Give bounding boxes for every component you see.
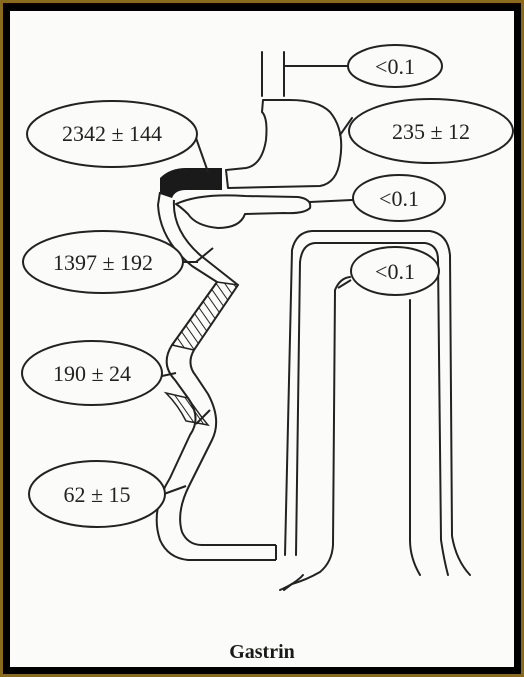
diagram-caption: Gastrin — [229, 641, 295, 663]
stomach-leader — [339, 117, 353, 136]
label-duodenum-mid: 190 ± 24 — [53, 361, 131, 386]
oval-stomach-body — [348, 98, 514, 164]
label-duodenum-lower: 62 ± 15 — [63, 482, 130, 507]
label-stomach-body: 235 ± 12 — [392, 119, 470, 144]
label-duodenum-upper: 1397 ± 192 — [53, 250, 153, 275]
label-antrum: 2342 ± 144 — [62, 121, 162, 146]
duodenum-inner — [172, 199, 276, 546]
label-pancreas: <0.1 — [379, 186, 419, 211]
oval-pancreas — [352, 174, 446, 222]
label-colon: <0.1 — [375, 259, 415, 284]
oval-duodenum-lower — [28, 460, 166, 528]
colon-shape — [283, 230, 471, 591]
duodenum-hatch-upper — [170, 281, 240, 351]
pancreas-shape — [175, 194, 312, 229]
oval-duodenum-mid — [21, 340, 163, 406]
esophagus-shape — [261, 51, 285, 97]
duodenum-hatch-lower — [163, 391, 210, 427]
pancreas-leader — [309, 199, 353, 203]
stomach-shape — [225, 99, 343, 189]
pylorus-dark — [160, 168, 222, 198]
oval-esophagus — [347, 44, 443, 88]
appendix-shape — [279, 574, 304, 591]
label-esophagus: <0.1 — [375, 54, 415, 79]
oval-duodenum-upper — [22, 230, 184, 294]
oval-colon — [350, 246, 440, 296]
oval-antrum — [26, 100, 198, 168]
